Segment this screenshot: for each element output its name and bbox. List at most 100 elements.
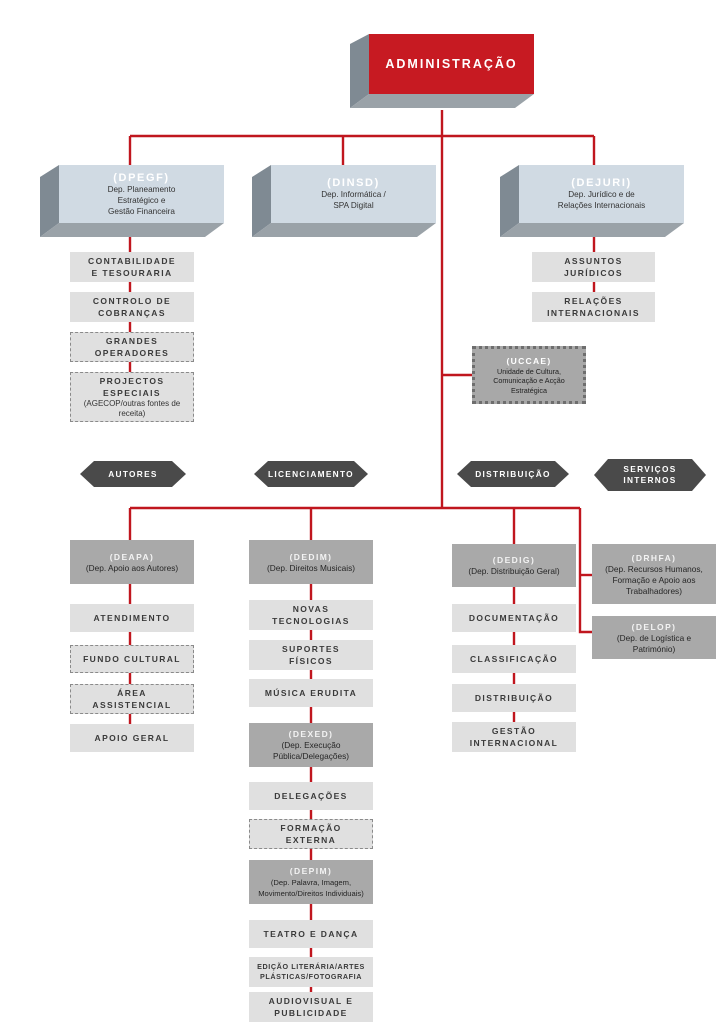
dexed-desc-1: (Dep. Execução: [281, 740, 341, 750]
pill-shape: [594, 459, 706, 491]
dejuri-box: (DEJURI) Dep. Jurídico e de Relações Int…: [500, 165, 684, 237]
dedim-acronym: (DEDIM): [289, 551, 333, 562]
dpegf-box: (DPEGF) Dep. Planeamento Estratégico e G…: [40, 165, 224, 237]
depim-desc-2: Movimento/Direitos Individuais): [258, 889, 364, 898]
delop-desc-2: Património): [632, 643, 676, 654]
depim-desc-1: (Dep. Palavra, Imagem,: [270, 878, 352, 887]
deapa-desc: (Dep. Apoio aos Autores): [85, 562, 179, 573]
unit-label: ESPECIAIS: [103, 387, 161, 398]
pill-shape: [80, 461, 186, 487]
unit-label: INTERNACIONAIS: [547, 308, 640, 318]
unit-label: OPERADORES: [94, 348, 170, 358]
unit-label: PROJECTOS: [99, 375, 165, 386]
dept-deapa: (DEAPA) (Dep. Apoio aos Autores): [70, 540, 194, 584]
unit-label: AUDIOVISUAL E: [268, 996, 354, 1006]
unit-projectos-especiais: PROJECTOS ESPECIAIS (AGECOP/outras fonte…: [70, 372, 194, 422]
uccae-desc-2: Comunicação e Acção: [493, 376, 565, 386]
unit-controlo-cobrancas: CONTROLO DE COBRANÇAS: [70, 292, 194, 322]
unit-label: DOCUMENTAÇÃO: [468, 613, 560, 623]
unit-label: CLASSIFICAÇÃO: [469, 654, 559, 664]
drhfa-desc-3: Trabalhadores): [626, 585, 682, 596]
unit-fundo-cultural: FUNDO CULTURAL: [70, 645, 194, 673]
unit-label: TECNOLOGIAS: [272, 616, 350, 626]
delop-desc-1: (Dep. de Logística e: [616, 632, 692, 643]
dept-drhfa: (DRHFA) (Dep. Recursos Humanos, Formação…: [592, 544, 716, 604]
dexed-acronym: (DEXED): [288, 729, 334, 739]
unit-gestao-internacional: GESTÃO INTERNACIONAL: [452, 722, 576, 752]
unit-label: FORMAÇÃO: [280, 823, 342, 833]
uccae-box: (UCCAE) Unidade de Cultura, Comunicação …: [472, 346, 586, 404]
unit-label: GESTÃO: [491, 726, 537, 736]
deapa-acronym: (DEAPA): [109, 551, 155, 562]
link-servicos: [578, 508, 592, 634]
dejuri-desc-1: Dep. Jurídico e de: [568, 190, 635, 199]
dept-dexed: (DEXED) (Dep. Execução Pública/Delegaçõe…: [249, 723, 373, 767]
unit-label: MÚSICA ERUDITA: [264, 688, 358, 698]
unit-label: FUNDO CULTURAL: [83, 654, 181, 664]
unit-label: DELEGAÇÕES: [274, 791, 348, 801]
unit-formacao-externa: FORMAÇÃO EXTERNA: [249, 819, 373, 849]
unit-label: ATENDIMENTO: [93, 613, 171, 623]
area-licenciamento: LICENCIAMENTO: [254, 461, 368, 487]
dejuri-acronym: (DEJURI): [571, 177, 632, 189]
area-autores: AUTORES: [80, 461, 186, 487]
dpegf-desc-3: Gestão Financeira: [108, 206, 175, 216]
unit-label: EDIÇÃO LITERÁRIA/ARTES: [257, 961, 365, 971]
unit-teatro-danca: TEATRO E DANÇA: [249, 920, 373, 948]
unit-label: E TESOURARIA: [91, 268, 173, 278]
dept-depim: (DEPIM) (Dep. Palavra, Imagem, Movimento…: [249, 860, 373, 904]
area-servicos-label-1: SERVIÇOS: [623, 464, 677, 474]
dejuri-box-shape: [500, 165, 684, 237]
unit-suportes-fisicos: SUPORTES FÍSICOS: [249, 640, 373, 670]
pill-shape: [457, 461, 569, 487]
delop-acronym: (DELOP): [631, 621, 677, 632]
dpegf-desc-1: Dep. Planeamento: [107, 184, 176, 194]
unit-label: RELAÇÕES: [564, 296, 623, 306]
area-distribuicao: DISTRIBUIÇÃO: [457, 461, 569, 487]
unit-label: APOIO GERAL: [94, 733, 170, 743]
unit-label: GRANDES: [105, 336, 159, 346]
unit-label: ASSISTENCIAL: [92, 700, 172, 710]
unit-apoio-geral: APOIO GERAL: [70, 724, 194, 752]
unit-area-assistencial: ÁREA ASSISTENCIAL: [70, 684, 194, 714]
area-servicos-internos: SERVIÇOS INTERNOS: [594, 459, 706, 491]
pill-shape: [254, 461, 368, 487]
unit-label: DISTRIBUIÇÃO: [474, 693, 554, 703]
uccae-desc-1: Unidade de Cultura,: [497, 366, 561, 376]
dedim-desc: (Dep. Direitos Musicais): [266, 562, 356, 573]
area-servicos-label-2: INTERNOS: [623, 475, 677, 485]
unit-detail: (AGECOP/outras fontes de: [83, 398, 181, 408]
unit-label: NOVAS: [292, 604, 330, 614]
unit-label: ÁREA: [117, 688, 147, 698]
unit-label: INTERNACIONAL: [469, 738, 559, 748]
uccae-acronym: (UCCAE): [506, 355, 552, 366]
admin-box-shape: [350, 34, 534, 108]
dinsd-desc-2: SPA Digital: [333, 201, 374, 210]
unit-label: CONTABILIDADE: [88, 256, 176, 266]
unit-label: TEATRO E DANÇA: [263, 929, 359, 939]
dinsd-acronym: (DINSD): [327, 177, 380, 189]
dexed-desc-2: Pública/Delegações): [272, 751, 350, 761]
dept-dedim: (DEDIM) (Dep. Direitos Musicais): [249, 540, 373, 584]
unit-label: ASSUNTOS: [564, 256, 623, 266]
dept-dedig: (DEDIG) (Dep. Distribuição Geral): [452, 544, 576, 587]
unit-detail: receita): [118, 409, 146, 418]
unit-edicao-literaria: EDIÇÃO LITERÁRIA/ARTES PLÁSTICAS/FOTOGRA…: [249, 957, 373, 987]
dinsd-box: (DINSD) Dep. Informática / SPA Digital: [252, 165, 436, 237]
admin-box: ADMINISTRAÇÃO: [350, 34, 534, 110]
depim-acronym: (DEPIM): [289, 866, 333, 876]
unit-label: EXTERNA: [285, 835, 337, 845]
dpegf-acronym: (DPEGF): [113, 171, 170, 184]
dinsd-box-shape: [252, 165, 436, 237]
unit-atendimento: ATENDIMENTO: [70, 604, 194, 632]
drhfa-acronym: (DRHFA): [631, 552, 677, 563]
area-distribuicao-label: DISTRIBUIÇÃO: [475, 468, 551, 479]
unit-label: CONTROLO DE: [92, 296, 172, 306]
dedig-acronym: (DEDIG): [492, 555, 536, 565]
unit-novas-tecnologias: NOVAS TECNOLOGIAS: [249, 600, 373, 630]
unit-delegacoes: DELEGAÇÕES: [249, 782, 373, 810]
area-licenciamento-label: LICENCIAMENTO: [268, 468, 354, 479]
dedig-desc: (Dep. Distribuição Geral): [468, 566, 560, 576]
unit-audiovisual: AUDIOVISUAL E PUBLICIDADE: [249, 992, 373, 1022]
unit-contabilidade: CONTABILIDADE E TESOURARIA: [70, 252, 194, 282]
